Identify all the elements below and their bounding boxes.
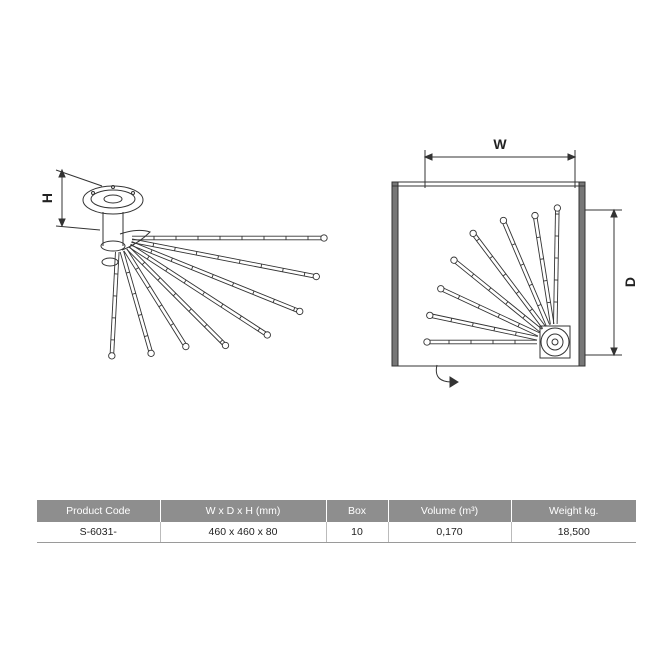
top-view-arm [426,311,538,341]
header-box: Box [325,500,388,522]
cell-weight: 18,500 [510,522,636,543]
cell-product-code: S-6031- [37,522,160,543]
side-view-arm [128,243,271,339]
top-view-arm [450,256,543,333]
side-view-arm [130,241,304,316]
depth-label: D [622,277,638,287]
top-view-arm [531,211,555,325]
cell-dimensions: 460 x 460 x 80 [159,522,326,543]
product-drawing: W D H [39,136,638,388]
table-header-row: Product Code W x D x H (mm) Box Volume (… [37,500,636,522]
top-view-arm [437,285,540,337]
header-volume: Volume (m³) [387,500,511,522]
side-view-arm [132,234,328,242]
side-view-arm [123,248,190,351]
width-label: W [493,136,507,152]
table-row: S-6031- 460 x 460 x 80 10 0,170 18,500 [37,522,636,543]
top-view-drawing [391,150,622,388]
top-view-arm [553,204,561,325]
side-view-arm [108,251,120,360]
side-view-arm [119,250,155,358]
top-view-arm [423,338,537,346]
top-view-arm [469,229,546,329]
spec-table: Product Code W x D x H (mm) Box Volume (… [37,500,636,543]
header-weight: Weight kg. [510,500,636,522]
side-view-arm [126,246,230,350]
header-product-code: Product Code [37,500,160,522]
side-view-arm [131,238,320,281]
header-dimensions: W x D x H (mm) [159,500,326,522]
side-view-drawing [55,168,151,267]
top-view-arm [499,216,551,327]
height-label: H [39,193,55,203]
cell-volume: 0,170 [387,522,511,543]
cell-box: 10 [325,522,388,543]
